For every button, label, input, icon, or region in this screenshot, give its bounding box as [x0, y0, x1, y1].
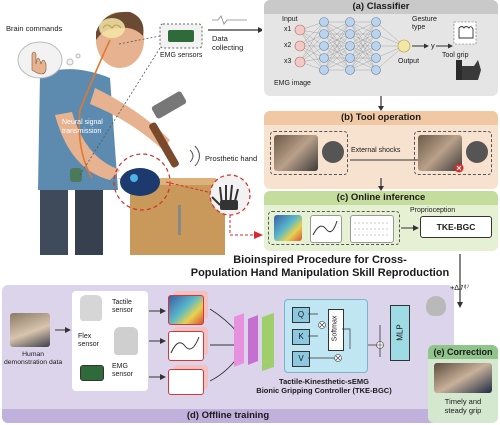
- inference-link-arrow: [254, 231, 263, 239]
- human-demo-photo: [10, 313, 50, 347]
- human-demo-label: Human demonstration data: [4, 351, 63, 366]
- emg-sensors-label: EMG sensors: [160, 52, 203, 59]
- tool-operation-photo-1: [274, 135, 318, 171]
- arrow-demo-to-sensors: [55, 327, 71, 333]
- k-box: K: [292, 329, 310, 345]
- correction-photo: [434, 363, 492, 393]
- attention-wires: [308, 313, 351, 362]
- mlp-label: MLP: [395, 324, 405, 341]
- tool-grip-label: Tool grip: [442, 52, 469, 59]
- center-title: Bioinspired Procedure for Cross- Populat…: [190, 254, 450, 279]
- data-collecting-label: Data collecting: [212, 34, 244, 52]
- person-illustration: [17, 11, 262, 255]
- output-y: y: [431, 41, 435, 50]
- panel-tool-operation: (b) Tool operation External shocks: [264, 111, 498, 189]
- arrow-to-controller: [401, 225, 419, 231]
- tool-operation-photo-2: [322, 141, 344, 163]
- tactile-stack-front: [168, 295, 204, 325]
- controller-name-label: Tactile-Kinesthetic-sEMG Bionic Gripping…: [256, 377, 392, 395]
- panel-offline-training: (d) Offline training Human demonstration…: [2, 285, 454, 423]
- output-label: Output: [398, 58, 420, 65]
- update-label: +∆J⁽ᵗ⁾: [450, 283, 468, 292]
- tactile-map-thumb: [274, 215, 302, 241]
- panel-offline-training-title: (d) Offline training: [2, 409, 454, 423]
- panel-correction-title: (e) Correction: [428, 345, 498, 359]
- flex-stack-front: [168, 331, 204, 361]
- arrow-b-to-c: [378, 178, 384, 191]
- flex-stack-curve: [170, 336, 200, 354]
- input-x1: x1: [284, 26, 292, 33]
- left-scene: Brain commands EMG sensors Data collecti…: [0, 0, 262, 260]
- input-x3: x3: [284, 58, 292, 65]
- controller-box: TKE-BGC: [420, 216, 492, 238]
- emg-image-label: EMG image: [274, 80, 311, 87]
- conv-layer-1: [234, 313, 244, 367]
- update-arrow: [457, 254, 463, 308]
- tool-operation-photo-4: [466, 141, 488, 163]
- emg-grid-icon: [354, 222, 388, 236]
- flex-curve-icon: [312, 220, 338, 236]
- tactile-glove-icon: [80, 295, 102, 321]
- attention-to-mlp: [368, 325, 384, 357]
- panel-classifier-title: (a) Classifier: [264, 0, 498, 14]
- glove-icon: [426, 296, 446, 316]
- arrow-a-to-b: [378, 96, 384, 111]
- sensor-to-data-arrows: [149, 308, 166, 380]
- softmax-box: [328, 309, 344, 351]
- flex-sensor-label: Flex sensor: [78, 333, 100, 348]
- correction-caption: Timely and steady grip: [444, 397, 482, 415]
- conv-layer-3: [262, 312, 274, 372]
- emg-device-icon: [80, 365, 104, 381]
- panel-correction: (e) Correction Timely and steady grip: [428, 345, 498, 423]
- prosthetic-hand-label: Prosthetic hand: [205, 154, 258, 163]
- mlp-box: [390, 305, 410, 361]
- warning-icon: [454, 163, 464, 173]
- external-shocks-label: External shocks: [351, 147, 401, 154]
- panel-tool-operation-title: (b) Tool operation: [264, 111, 498, 125]
- controller-label: TKE-BGC: [436, 222, 476, 232]
- conv-layer-2: [248, 315, 258, 365]
- flex-glove-icon: [114, 327, 138, 355]
- q-box: Q: [292, 307, 310, 323]
- emg-sensor-label: EMG sensor: [112, 363, 134, 378]
- v-box: V: [292, 351, 310, 367]
- brain-commands-label: Brain commands: [6, 24, 63, 33]
- input-label: Input: [282, 16, 298, 23]
- panel-classifier: (a) Classifier Input x1 x2 x3 EMG image: [264, 0, 498, 96]
- panel-online-inference: (c) Online inference Proprioception TKE-…: [264, 191, 498, 251]
- neural-network-diagram: [294, 17, 481, 80]
- gesture-type-label: Gesture type: [412, 16, 437, 31]
- input-x2: x2: [284, 42, 292, 49]
- proprioception-label: Proprioception: [410, 207, 456, 214]
- tactile-sensor-label: Tactile sensor: [112, 299, 134, 314]
- emg-stack-front: [168, 369, 204, 395]
- tool-operation-photo-3: [418, 135, 462, 171]
- panel-online-inference-title: (c) Online inference: [264, 191, 498, 205]
- neural-signal-label: Neural signal transmission: [62, 119, 103, 135]
